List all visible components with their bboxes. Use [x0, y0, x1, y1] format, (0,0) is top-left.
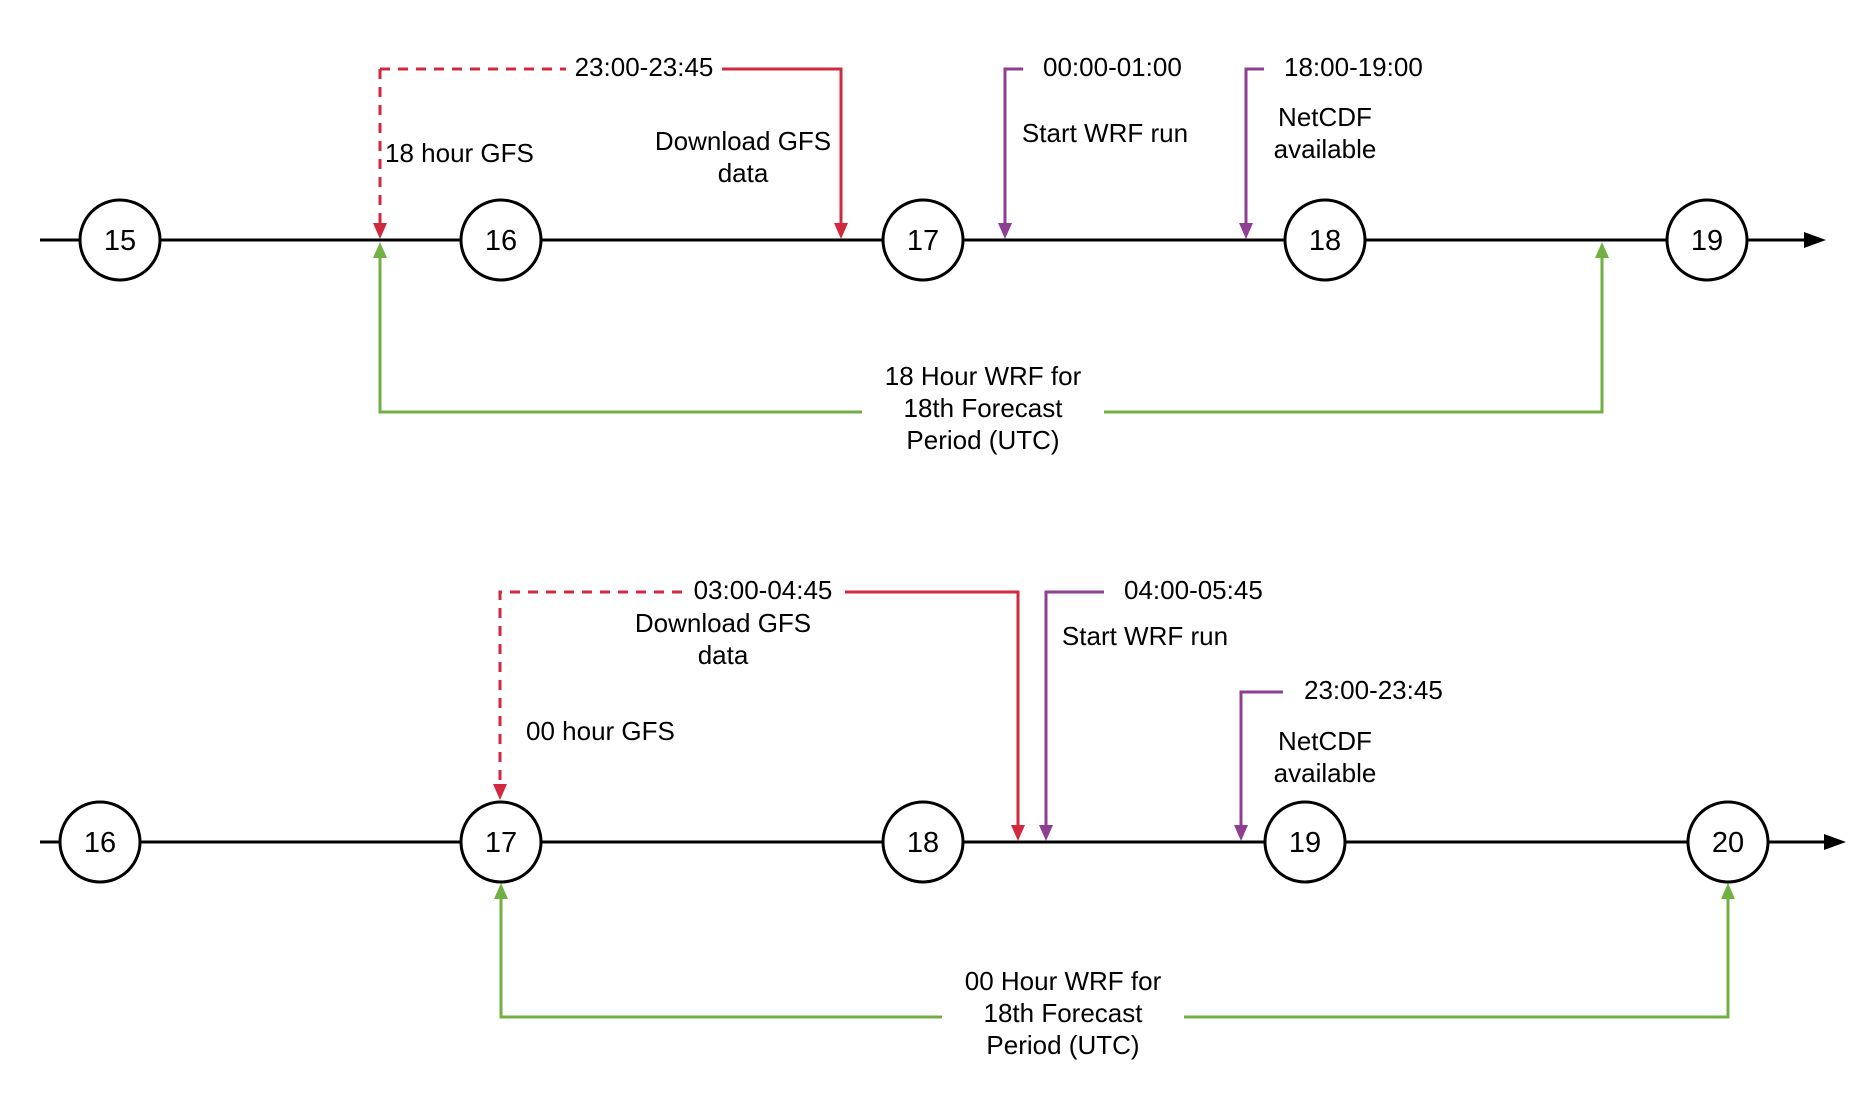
bottom-node: 18	[881, 800, 965, 884]
bottom-node: 19	[1263, 800, 1347, 884]
top-download-label-line1: Download GFS	[655, 126, 831, 156]
top-node-label: 15	[104, 225, 136, 257]
top-netcdf-connector	[1244, 67, 1264, 225]
top-node: 19	[1665, 198, 1749, 282]
top-download-label-line2: data	[718, 158, 769, 188]
top-timeline-arrowhead	[1804, 232, 1826, 248]
bottom-gfs-label: 00 hour GFS	[526, 716, 675, 746]
top-node-label: 16	[485, 225, 517, 257]
top-forecast-label-line1: 18 Hour WRF for	[885, 361, 1082, 391]
bottom-node: 20	[1686, 800, 1770, 884]
top-node-label: 17	[907, 225, 939, 257]
bottom-node-label: 19	[1289, 827, 1321, 859]
bottom-netcdf-arrowhead	[1234, 825, 1248, 841]
bottom-wrf-start-connector	[1044, 590, 1104, 827]
bottom-download-connector	[845, 590, 1020, 827]
bottom-forecast-label-line3: Period (UTC)	[986, 1030, 1139, 1060]
top-node: 18	[1283, 198, 1367, 282]
bottom-netcdf-time: 23:00-23:45	[1304, 675, 1443, 705]
bottom-gfs-arrowhead	[493, 784, 507, 800]
bottom-wrf-label: Start WRF run	[1062, 621, 1228, 651]
bottom-node: 16	[58, 800, 142, 884]
top-netcdf-time: 18:00-19:00	[1284, 52, 1423, 82]
bottom-node-label: 20	[1712, 827, 1744, 859]
top-node-label: 19	[1691, 225, 1723, 257]
top-node: 15	[78, 198, 162, 282]
top-forecast-label-line3: Period (UTC)	[906, 425, 1059, 455]
bottom-netcdf-label-line1: NetCDF	[1278, 726, 1372, 756]
top-node: 17	[881, 198, 965, 282]
bottom-download-label-line2: data	[698, 640, 749, 670]
top-download-arrowhead	[834, 223, 848, 239]
top-forecast-bracket-right	[1104, 258, 1604, 414]
bottom-node: 17	[459, 800, 543, 884]
bottom-node-label: 17	[485, 827, 517, 859]
top-forecast-left-arrowhead	[373, 242, 387, 258]
bottom-node-label: 18	[907, 827, 939, 859]
bottom-forecast-label-line1: 00 Hour WRF for	[965, 966, 1162, 996]
top-netcdf-label-line1: NetCDF	[1278, 102, 1372, 132]
bottom-forecast-bracket-left	[499, 899, 942, 1019]
top-gfs-dashed-connector	[378, 67, 566, 225]
bottom-timeline-arrowhead	[1824, 834, 1846, 850]
top-download-time: 23:00-23:45	[575, 52, 714, 82]
top-netcdf-label-line2: available	[1274, 134, 1377, 164]
top-wrf-start-arrowhead	[998, 223, 1012, 239]
bottom-forecast-label-line2: 18th Forecast	[984, 998, 1144, 1028]
bottom-wrf-start-arrowhead	[1039, 825, 1053, 841]
top-wrf-time: 00:00-01:00	[1043, 52, 1182, 82]
top-timeline: 15 16 17 18 19 23:00-23:45 18 hour GFS D…	[40, 52, 1826, 455]
top-forecast-label-line2: 18th Forecast	[904, 393, 1064, 423]
top-wrf-start-connector	[1003, 67, 1023, 225]
bottom-timeline: 16 17 18 19 20 03:00-04:45 Download GFS …	[40, 575, 1846, 1060]
top-gfs-label: 18 hour GFS	[385, 138, 534, 168]
bottom-download-label-line1: Download GFS	[635, 608, 811, 638]
bottom-download-arrowhead	[1011, 825, 1025, 841]
top-forecast-bracket-left	[378, 258, 862, 414]
top-node-label: 18	[1309, 225, 1341, 257]
bottom-gfs-dashed-connector	[498, 590, 682, 785]
bottom-forecast-left-arrowhead	[494, 883, 508, 899]
bottom-forecast-right-arrowhead	[1721, 883, 1735, 899]
bottom-netcdf-label-line2: available	[1274, 758, 1377, 788]
top-forecast-right-arrowhead	[1595, 242, 1609, 258]
bottom-netcdf-connector	[1239, 690, 1283, 827]
top-download-connector	[722, 67, 843, 225]
top-netcdf-arrowhead	[1239, 223, 1253, 239]
top-gfs-arrowhead	[373, 223, 387, 239]
bottom-wrf-time: 04:00-05:45	[1124, 575, 1263, 605]
bottom-node-label: 16	[84, 827, 116, 859]
top-wrf-label: Start WRF run	[1022, 118, 1188, 148]
bottom-forecast-bracket-right	[1184, 899, 1730, 1019]
top-node: 16	[459, 198, 543, 282]
bottom-download-time: 03:00-04:45	[694, 575, 833, 605]
